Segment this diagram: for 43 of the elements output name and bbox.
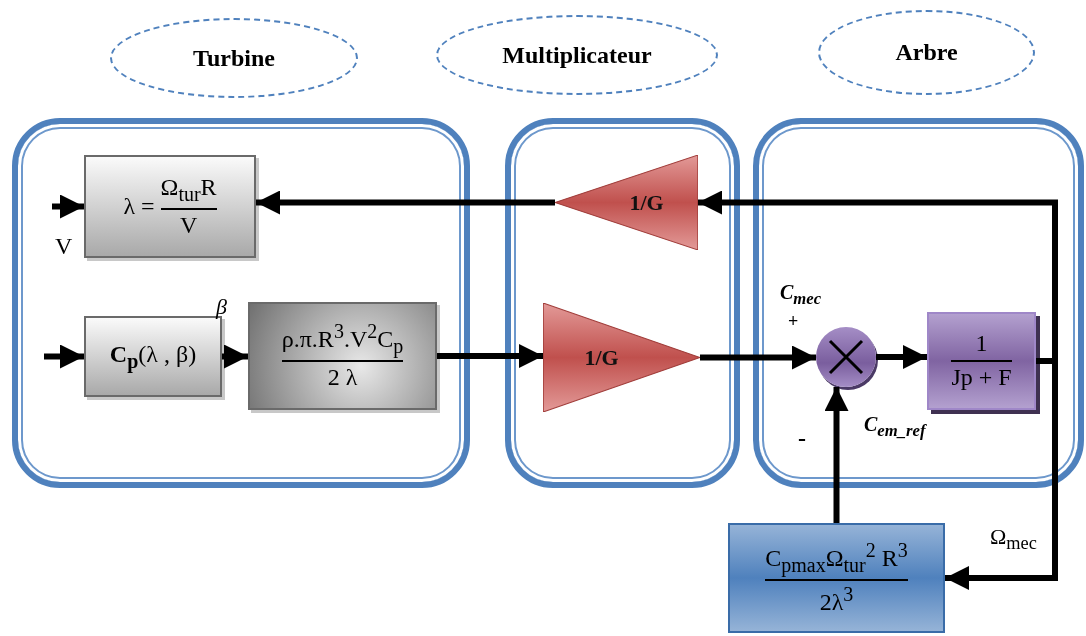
formula-text: C$_{p}$(λ , β) [109, 340, 197, 373]
section-ellipse [110, 18, 358, 98]
formula-denominator: Jp + F [951, 364, 1012, 392]
formula-denominator: 2 λ [327, 364, 358, 392]
signal-arrow [256, 190, 555, 215]
gain-triangle [555, 155, 698, 250]
gain-label: 1/G [584, 344, 619, 371]
section-title: Arbre [895, 39, 958, 66]
signal-arrow [945, 358, 1058, 590]
formula-denominator: 2λ$^{3}$ [819, 583, 854, 617]
signal-arrow [222, 344, 248, 369]
formula-numerator: 1 [975, 330, 988, 358]
gain-triangle [543, 303, 700, 412]
signal-arrow [700, 345, 816, 370]
signal-arrow [824, 387, 849, 523]
section-ellipse [818, 10, 1035, 95]
formula-numerator: ρ.π.R$^{3}$.V$^{2}$C$_{p}$ [281, 320, 404, 359]
formula-denominator: V [179, 211, 198, 240]
signal-arrow [437, 344, 543, 368]
group-panel [12, 118, 470, 488]
signal-arrow [52, 194, 84, 219]
function-block [248, 302, 437, 410]
gain-label: 1/G [629, 189, 664, 216]
function-block [84, 155, 256, 258]
signal-label: - [798, 426, 806, 450]
section-ellipse [436, 15, 718, 95]
formula-numerator: C$_{pmax}$Ω$_{tur}$$^{2}$ R$^{3}$ [765, 539, 908, 578]
signal-label: C$_{em_ref}$ [864, 414, 926, 440]
signal-label: Ω$_{mec}$ [990, 526, 1037, 553]
signal-label: β [216, 296, 227, 318]
signal-arrow [876, 345, 927, 369]
signal-arrow [44, 344, 84, 369]
signal-label: V [55, 234, 73, 258]
group-panel [505, 118, 740, 488]
section-title: Turbine [193, 44, 275, 72]
signal-label: + [788, 312, 799, 330]
section-title: Multiplicateur [502, 41, 652, 69]
summing-junction [816, 327, 876, 387]
signal-label: C$_{mec}$ [780, 282, 822, 308]
formula-text: λ = [123, 192, 155, 221]
group-panel [753, 118, 1084, 488]
function-block [728, 523, 945, 633]
formula-numerator: Ω$_{tur}$R [160, 173, 217, 206]
